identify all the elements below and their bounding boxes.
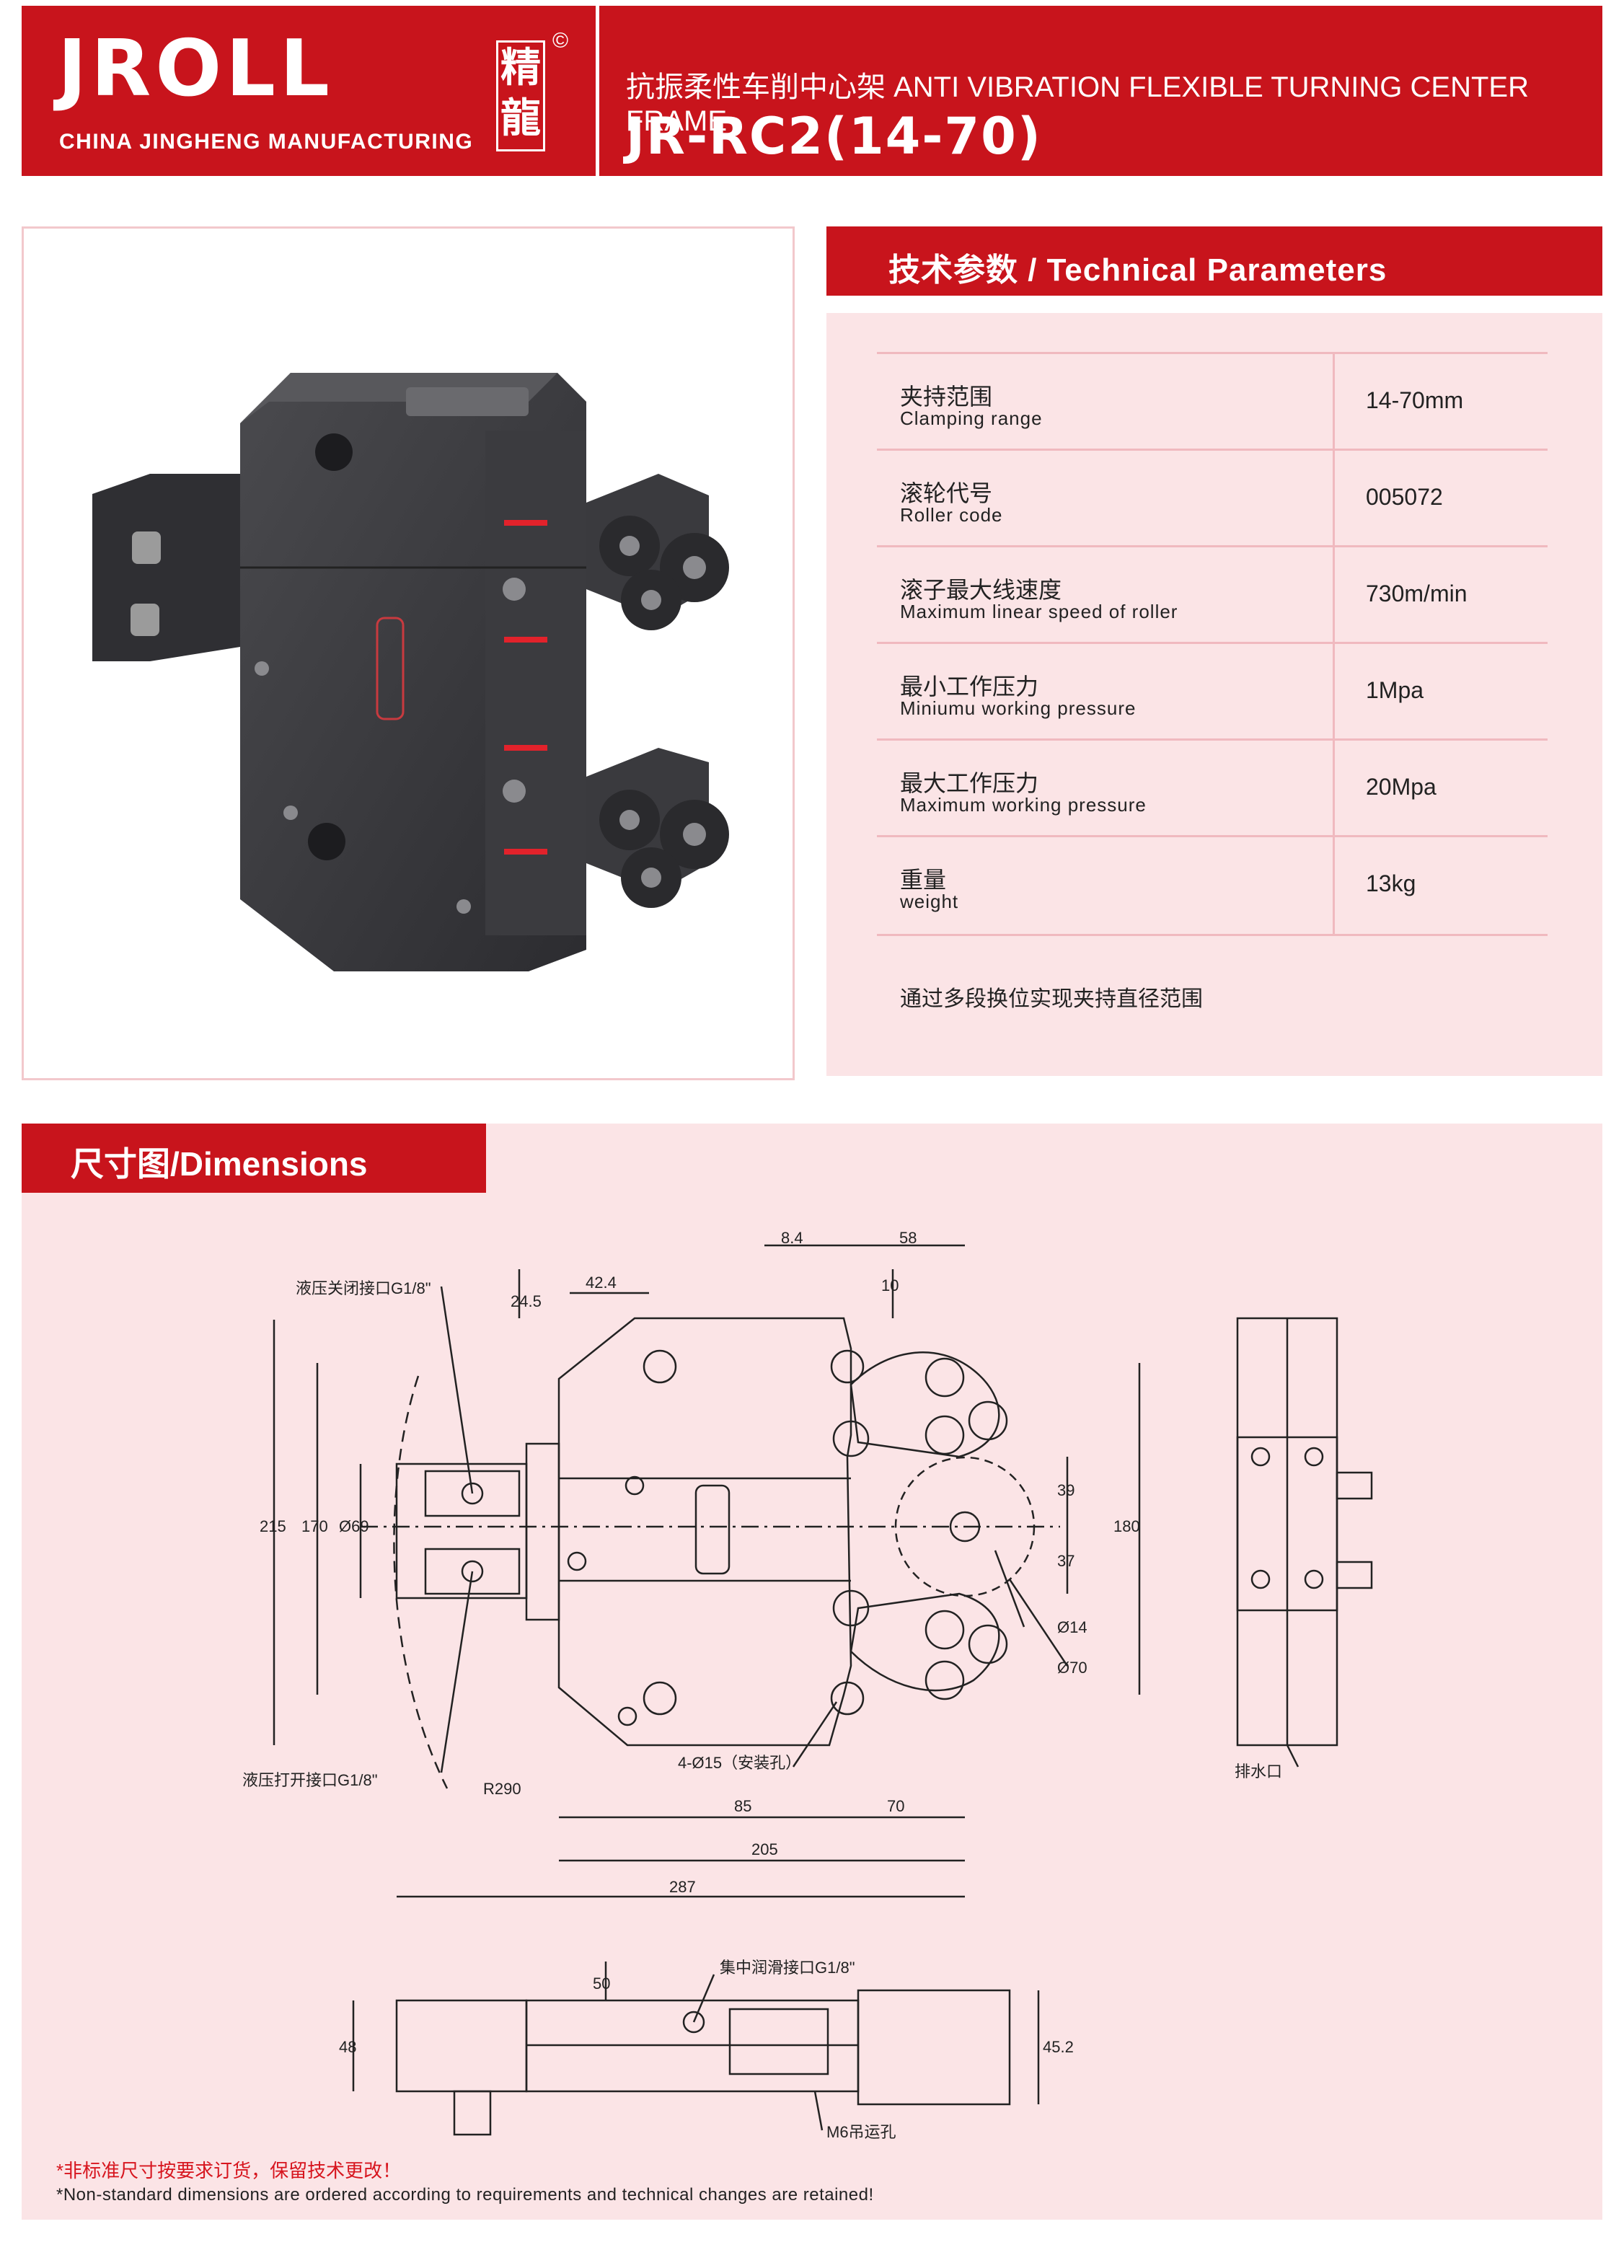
- label-open-port: 液压打开接口G1/8": [242, 1771, 378, 1789]
- param-label-cn: 最小工作压力: [900, 674, 1039, 700]
- dimensions-panel: [22, 1124, 1602, 2220]
- dim-69: Ø69: [339, 1517, 369, 1535]
- brand-subtitle: CHINA JINGHENG MANUFACTURING: [59, 130, 474, 154]
- dim-37: 37: [1057, 1552, 1074, 1570]
- brand-seal-char-1: 精: [500, 45, 541, 90]
- label-radius: R290: [483, 1780, 521, 1798]
- dim-170: 170: [301, 1517, 328, 1535]
- product-title: 抗振柔性车削中心架 ANTI VIBRATION FLEXIBLE TURNIN…: [626, 71, 1529, 137]
- dim-58: 58: [899, 1229, 917, 1247]
- dim-10: 10: [881, 1276, 899, 1294]
- dim-24-5: 24.5: [511, 1292, 542, 1310]
- params-header-bar: [826, 226, 1602, 296]
- params-note: 通过多段换位实现夹持直径范围: [900, 987, 1203, 1011]
- param-value: 20Mpa: [1366, 774, 1437, 800]
- dim-42-4: 42.4: [586, 1274, 617, 1292]
- param-label-en: weight: [900, 891, 959, 912]
- brand-logo: JROLL: [58, 24, 334, 114]
- param-label-en: Maximum working pressure: [900, 794, 1147, 816]
- brand-seal-char-2: 龍: [500, 95, 541, 141]
- dim-85: 85: [734, 1797, 751, 1815]
- dimensions-heading: 尺寸图/Dimensions: [71, 1145, 368, 1183]
- product-model: JR-RC2(14-70): [626, 107, 1042, 166]
- dim-14: Ø14: [1057, 1618, 1087, 1636]
- param-label-en: Clamping range: [900, 407, 1043, 429]
- param-row-weight: 重量 weight 13kg: [877, 835, 1548, 936]
- dim-45-2: 45.2: [1043, 2038, 1074, 2056]
- label-drain: 排水口: [1235, 1762, 1282, 1781]
- dimension-drawing: 液压关闭接口G1/8" 液压打开接口G1/8" 4-Ø15（安装孔） 排水口 集…: [242, 1229, 1373, 2141]
- param-value: 005072: [1366, 484, 1443, 510]
- param-row-clamping-range: 夹持范围 Clamping range 14-70mm: [877, 352, 1548, 451]
- label-lift-hole: M6吊运孔: [826, 2123, 896, 2141]
- dim-215: 215: [260, 1517, 286, 1535]
- footnote-cn: *非标准尺寸按要求订货，保留技术更改！: [56, 2160, 402, 2181]
- dim-287: 287: [669, 1878, 696, 1896]
- param-label-en: Miniumu working pressure: [900, 697, 1137, 719]
- dim-70: Ø70: [1057, 1659, 1087, 1677]
- label-lube-port: 集中润滑接口G1/8": [720, 1959, 855, 1977]
- dim-48: 48: [339, 2038, 356, 2056]
- brand-seal: 精 龍: [496, 40, 545, 151]
- label-close-port: 液压关闭接口G1/8": [296, 1279, 431, 1297]
- param-label-cn: 滚轮代号: [900, 480, 993, 506]
- param-label-en: Roller code: [900, 504, 1003, 526]
- param-value: 13kg: [1366, 870, 1416, 896]
- product-render: [92, 373, 729, 971]
- param-value: 730m/min: [1366, 581, 1468, 606]
- param-row-roller-code: 滚轮代号 Roller code 005072: [877, 449, 1548, 547]
- dimensions-header-bar: [22, 1124, 486, 1193]
- param-value: 14-70mm: [1366, 387, 1464, 413]
- param-row-linear-speed: 滚子最大线速度 Maximum linear speed of roller 7…: [877, 545, 1548, 644]
- dim-8-4: 8.4: [781, 1229, 803, 1247]
- param-value: 1Mpa: [1366, 677, 1424, 703]
- label-mount-holes: 4-Ø15（安装孔）: [678, 1754, 801, 1772]
- footnote-en: *Non-standard dimensions are ordered acc…: [56, 2185, 874, 2205]
- copyright-mark: ©: [552, 29, 569, 53]
- param-label-cn: 夹持范围: [900, 384, 993, 410]
- param-label-cn: 最大工作压力: [900, 770, 1039, 796]
- dim-180: 180: [1113, 1517, 1140, 1535]
- param-label-cn: 滚子最大线速度: [900, 577, 1062, 603]
- product-image-frame: [22, 226, 795, 1080]
- param-row-max-pressure: 最大工作压力 Maximum working pressure 20Mpa: [877, 738, 1548, 837]
- params-heading: 技术参数 / Technical Parameters: [888, 252, 1387, 288]
- param-label-en: Maximum linear speed of roller: [900, 601, 1178, 622]
- dim-39: 39: [1057, 1481, 1074, 1499]
- dim-50: 50: [593, 1974, 610, 1993]
- dim-205: 205: [751, 1840, 778, 1858]
- dim-70-b: 70: [887, 1797, 904, 1815]
- header-divider: [596, 6, 599, 176]
- param-label-cn: 重量: [900, 867, 947, 893]
- param-row-min-pressure: 最小工作压力 Miniumu working pressure 1Mpa: [877, 642, 1548, 741]
- params-panel: [826, 313, 1602, 1076]
- header-banner: [22, 6, 1602, 176]
